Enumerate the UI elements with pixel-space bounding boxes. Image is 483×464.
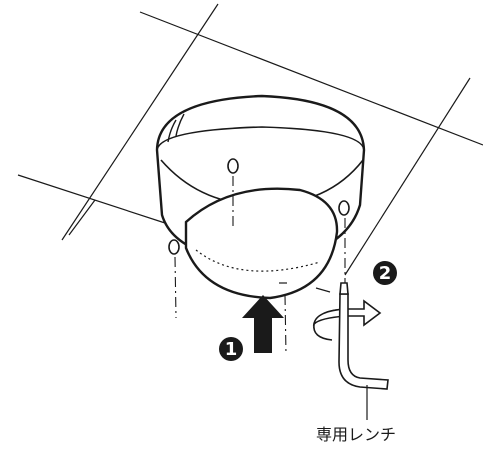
step-1-number: 1 (225, 339, 238, 360)
screw-hole-left (168, 239, 180, 255)
ceiling-grid (17, 3, 483, 276)
guide-line-center (284, 294, 287, 356)
step-1-circle (219, 337, 243, 361)
screw-hole-right (338, 200, 350, 216)
screw-hole-top (227, 158, 239, 174)
step-1-badge: 1 (219, 337, 243, 361)
housing-side-notch (167, 113, 185, 143)
ceiling-line-left-diagonal (61, 3, 219, 241)
wrench-tip (339, 282, 349, 295)
dome-lens-shape (184, 187, 339, 300)
screw-holes (168, 158, 350, 255)
step-2-circle (373, 261, 397, 285)
ceiling-line-left-horizontal (17, 174, 166, 224)
hex-wrench-icon (338, 282, 389, 390)
step-2-badge: 2 (373, 261, 397, 285)
dome-lens (184, 187, 339, 300)
center-marks (279, 282, 331, 293)
ceiling-line-mid-connector (68, 199, 96, 236)
ceiling-line-right-diagonal (344, 77, 471, 276)
push-arrow-icon (242, 295, 284, 353)
push-arrow (242, 295, 284, 353)
dome-lens-dotted-edge (195, 249, 321, 272)
guide-lines (174, 176, 346, 356)
wrench-shaft (338, 293, 389, 390)
center-mark-b (315, 287, 331, 293)
step-2-number: 2 (379, 263, 392, 284)
ceiling-line-top (139, 11, 483, 146)
guide-line-left (174, 256, 177, 319)
wrench-label: 専用レンチ (316, 425, 396, 444)
